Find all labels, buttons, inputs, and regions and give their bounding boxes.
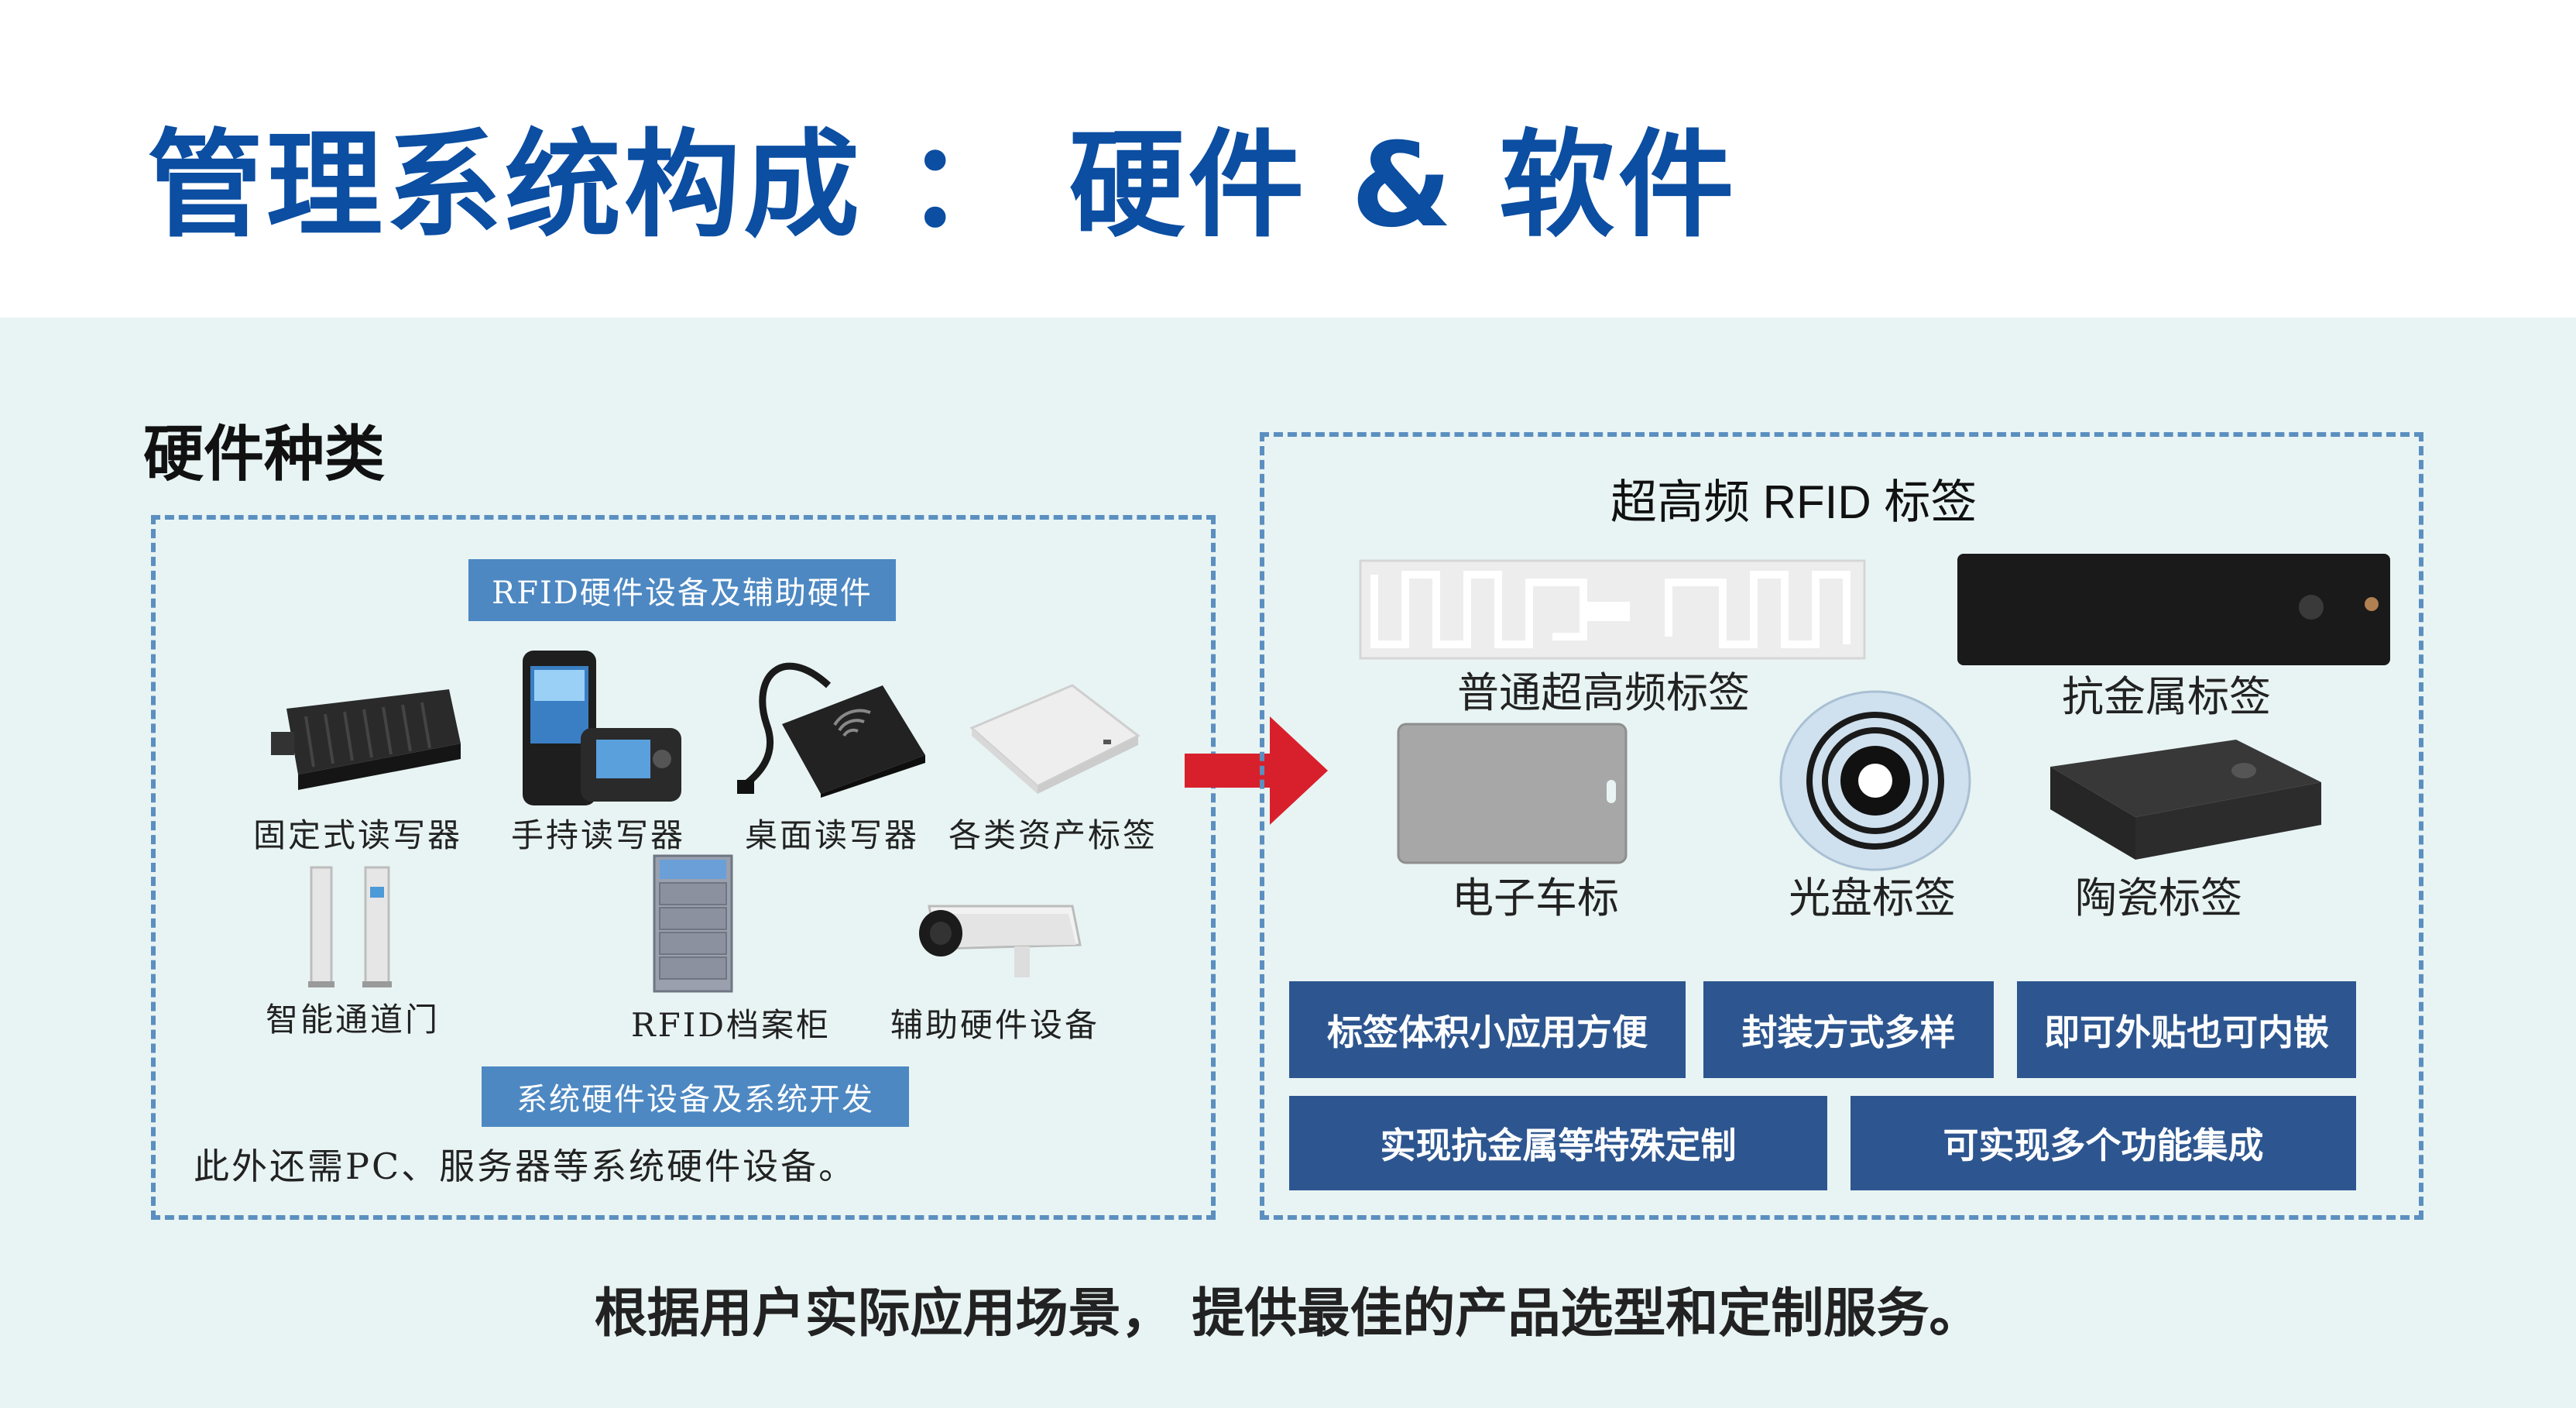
ceramic-tag-label: 陶瓷标签 — [2075, 875, 2242, 922]
hardware-header-top: RFID硬件设备及辅助硬件 — [468, 559, 896, 621]
hardware-note: 此外还需PC、服务器等系统硬件设备。 — [194, 1145, 857, 1187]
rfid-cabinet-image — [650, 852, 736, 995]
vehicle-tag-label: 电子车标 — [1452, 875, 1619, 922]
rfid-cabinet-label: RFID档案柜 — [631, 1006, 832, 1044]
cd-tag-image — [1777, 688, 1974, 874]
camera-image — [906, 898, 1084, 984]
content-band — [0, 318, 2576, 1408]
cd-tag-label: 光盘标签 — [1789, 875, 1956, 922]
hardware-heading: 硬件种类 — [143, 420, 386, 489]
handheld-reader-image — [507, 647, 693, 809]
uhf-title: 超高频 RFID 标签 — [1610, 476, 1977, 528]
feature-small-size: 标签体积小应用方便 — [1289, 981, 1686, 1078]
anti-metal-tag-label: 抗金属标签 — [2062, 674, 2271, 720]
asset-tag-label: 各类资产标签 — [948, 816, 1158, 854]
anti-metal-tag-image — [1955, 551, 2392, 668]
vehicle-tag-image — [1396, 722, 1628, 865]
feature-integration: 可实现多个功能集成 — [1851, 1096, 2356, 1190]
smart-gate-label: 智能通道门 — [266, 1001, 441, 1039]
fixed-reader-label: 固定式读写器 — [253, 816, 463, 854]
hardware-header-bottom: 系统硬件设备及系统开发 — [482, 1066, 909, 1127]
feature-packaging: 封装方式多样 — [1703, 981, 1994, 1078]
feature-mounting: 即可外贴也可内嵌 — [2017, 981, 2356, 1078]
feature-anti-metal: 实现抗金属等特殊定制 — [1289, 1096, 1827, 1190]
desktop-reader-label: 桌面读写器 — [745, 816, 920, 854]
hardware-box — [151, 515, 1216, 1220]
uhf-tags-box — [1260, 432, 2423, 1220]
ordinary-uhf-tag-label: 普通超高频标签 — [1457, 670, 1750, 716]
fixed-reader-image — [263, 685, 465, 794]
smart-gate-image — [302, 864, 410, 991]
page-title: 管理系统构成 ： 硬件 & 软件 — [147, 118, 1737, 253]
ceramic-tag-image — [2035, 736, 2325, 864]
arrow-right-icon — [1185, 716, 1328, 825]
uhf-inlay-tag-image — [1359, 559, 1866, 660]
footer-text: 根据用户实际应用场景， 提供最佳的产品选型和定制服务。 — [594, 1283, 1982, 1344]
handheld-reader-label: 手持读写器 — [511, 816, 686, 854]
desktop-reader-image — [736, 639, 929, 798]
auxiliary-hardware-label: 辅助硬件设备 — [890, 1006, 1100, 1044]
asset-tag-image — [964, 682, 1142, 794]
